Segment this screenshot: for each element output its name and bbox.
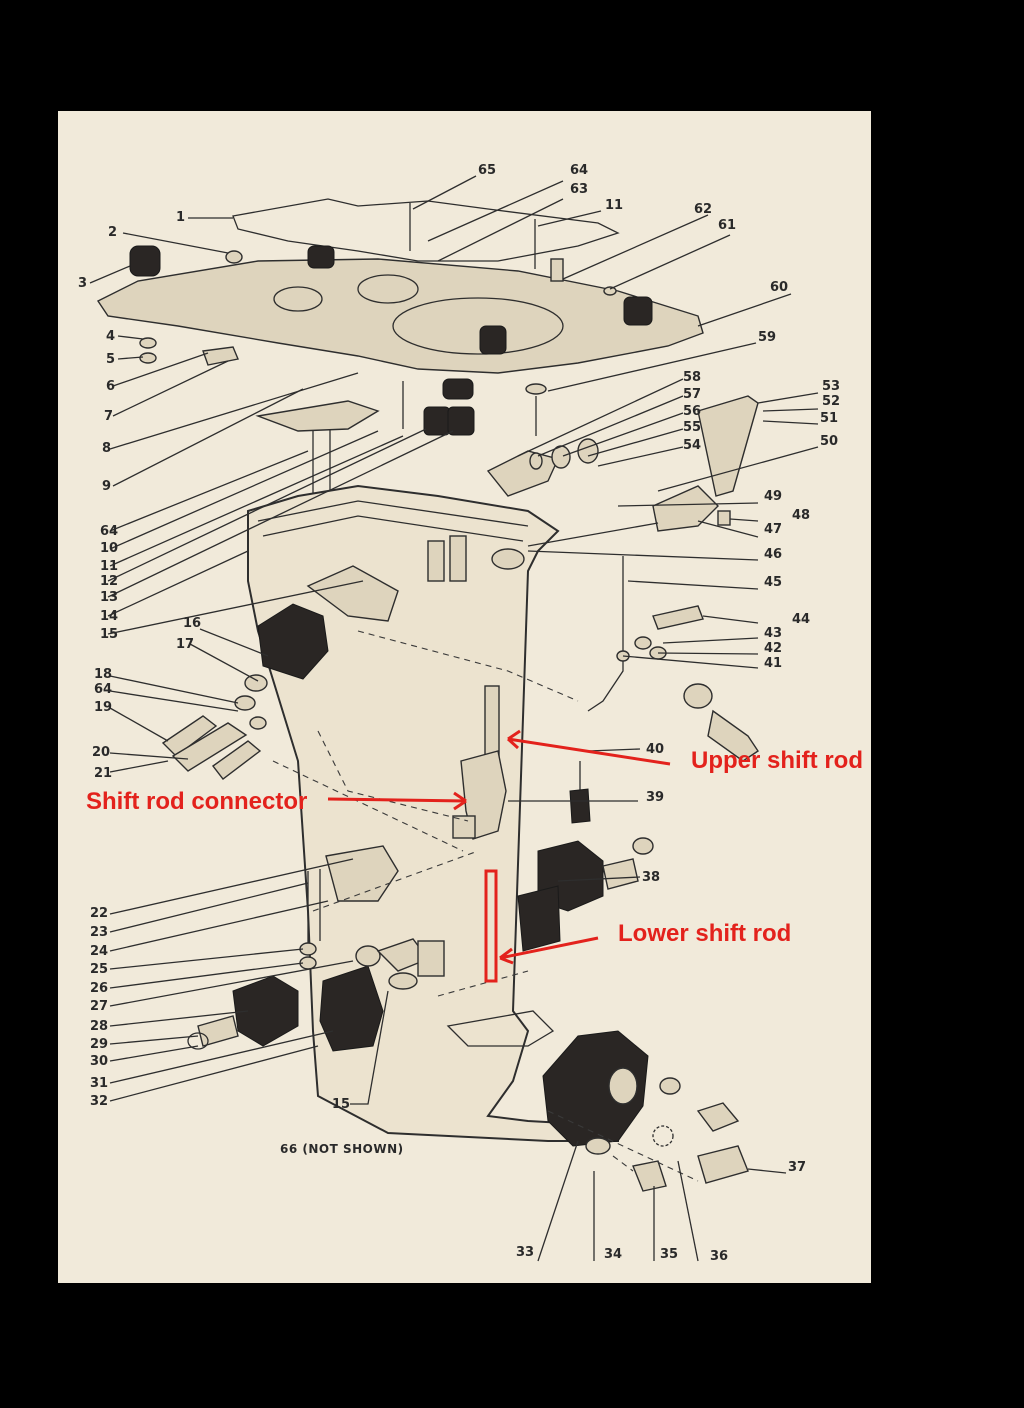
left-callout: 3 <box>78 276 87 291</box>
left-callout: 15 <box>332 1097 350 1112</box>
left-callout: 8 <box>102 441 111 456</box>
left-callout: 15 <box>100 627 118 642</box>
left-callout: 23 <box>90 925 108 940</box>
right-callout: 65 <box>478 163 496 178</box>
left-callout: 27 <box>90 999 108 1014</box>
lower-unit-bearing-housing <box>542 1030 649 1147</box>
left-callout: 5 <box>106 352 115 367</box>
lower-shift-rod-arrow <box>499 936 599 965</box>
right-callout: 64 <box>570 163 588 178</box>
red-annotation-marks <box>327 729 671 983</box>
right-callout: 11 <box>605 198 623 213</box>
upper-shift-rod-arrow <box>506 729 671 766</box>
right-callout: 43 <box>764 626 782 641</box>
left-callout: 32 <box>90 1094 108 1109</box>
rubber-mount <box>447 406 475 436</box>
right-callout: 53 <box>822 379 840 394</box>
right-callout: 56 <box>683 404 701 419</box>
right-callout: 63 <box>570 182 588 197</box>
right-callout: 42 <box>764 641 782 656</box>
right-callout: 50 <box>820 434 838 449</box>
right-callout: 60 <box>770 280 788 295</box>
not-shown-footnote: 66 (NOT SHOWN) <box>280 1142 404 1156</box>
upper-shift-rod-part <box>484 685 500 757</box>
left-callout: 29 <box>90 1037 108 1052</box>
left-callout: 6 <box>106 379 115 394</box>
right-callout: 62 <box>694 202 712 217</box>
bottom-callout: 34 <box>604 1247 622 1262</box>
right-callout: 38 <box>642 870 660 885</box>
right-callout: 61 <box>718 218 736 233</box>
left-callout: 13 <box>100 590 118 605</box>
left-callout: 12 <box>100 574 118 589</box>
right-callout: 48 <box>792 508 810 523</box>
left-callout: 20 <box>92 745 110 760</box>
left-callout: 19 <box>94 700 112 715</box>
right-callout: 37 <box>788 1160 806 1175</box>
bottom-callout: 35 <box>660 1247 678 1262</box>
right-callout: 58 <box>683 370 701 385</box>
right-callout: 41 <box>764 656 782 671</box>
right-callout: 39 <box>646 790 664 805</box>
left-callout: 28 <box>90 1019 108 1034</box>
right-callout: 52 <box>822 394 840 409</box>
shift-rod-connector-annotation: Shift rod connector <box>86 788 307 815</box>
right-callout: 46 <box>764 547 782 562</box>
shift-lever <box>486 450 559 497</box>
bottom-callout: 33 <box>516 1245 534 1260</box>
rubber-mount <box>423 406 451 436</box>
upper-shift-rod-annotation: Upper shift rod <box>691 747 863 774</box>
left-callout: 7 <box>104 409 113 424</box>
left-callout: 10 <box>100 541 118 556</box>
left-callout: 2 <box>108 225 117 240</box>
right-callout: 51 <box>820 411 838 426</box>
left-callout: 25 <box>90 962 108 977</box>
exploded-view-drawing: 1234567896410111213141516171864192021222… <box>78 163 863 1264</box>
left-callout: 1 <box>176 210 185 225</box>
lower-shift-rod-annotation: Lower shift rod <box>618 920 791 947</box>
shift-rod-connector-arrow <box>327 791 467 811</box>
left-callout: 21 <box>94 766 112 781</box>
left-callout: 17 <box>176 637 194 652</box>
left-callout: 14 <box>100 609 118 624</box>
right-callout: 40 <box>646 742 664 757</box>
rubber-mount <box>479 325 507 355</box>
right-callout: 54 <box>683 438 701 453</box>
callout-labels: 1234567896410111213141516171864192021222… <box>78 163 840 1264</box>
left-callout: 31 <box>90 1076 108 1091</box>
lower-shift-rod-box <box>484 869 498 983</box>
left-callout: 24 <box>90 944 108 959</box>
left-callout: 9 <box>102 479 111 494</box>
left-callout: 4 <box>106 329 115 344</box>
side-mount-16 <box>257 603 329 680</box>
rubber-mount <box>442 378 474 400</box>
rubber-mount <box>307 245 335 269</box>
adapter-plate <box>96 258 704 374</box>
rubber-mount <box>623 296 653 326</box>
bottom-callout: 36 <box>710 1249 728 1264</box>
left-callout: 18 <box>94 667 112 682</box>
right-callout: 55 <box>683 420 701 435</box>
left-callout: 26 <box>90 981 108 996</box>
right-callout: 49 <box>764 489 782 504</box>
left-callout: 64 <box>94 682 112 697</box>
left-callout: 30 <box>90 1054 108 1069</box>
right-callout: 44 <box>792 612 810 627</box>
left-callout: 16 <box>183 616 201 631</box>
exploded-parts-illustration <box>96 198 759 1192</box>
leader-lines <box>89 175 819 1262</box>
right-callout: 45 <box>764 575 782 590</box>
left-callout: 64 <box>100 524 118 539</box>
left-callout: 22 <box>90 906 108 921</box>
left-callout: 11 <box>100 559 118 574</box>
rubber-mount <box>129 245 161 277</box>
right-callout: 57 <box>683 387 701 402</box>
right-callout: 47 <box>764 522 782 537</box>
right-callout: 59 <box>758 330 776 345</box>
gasket-outline <box>232 198 620 262</box>
